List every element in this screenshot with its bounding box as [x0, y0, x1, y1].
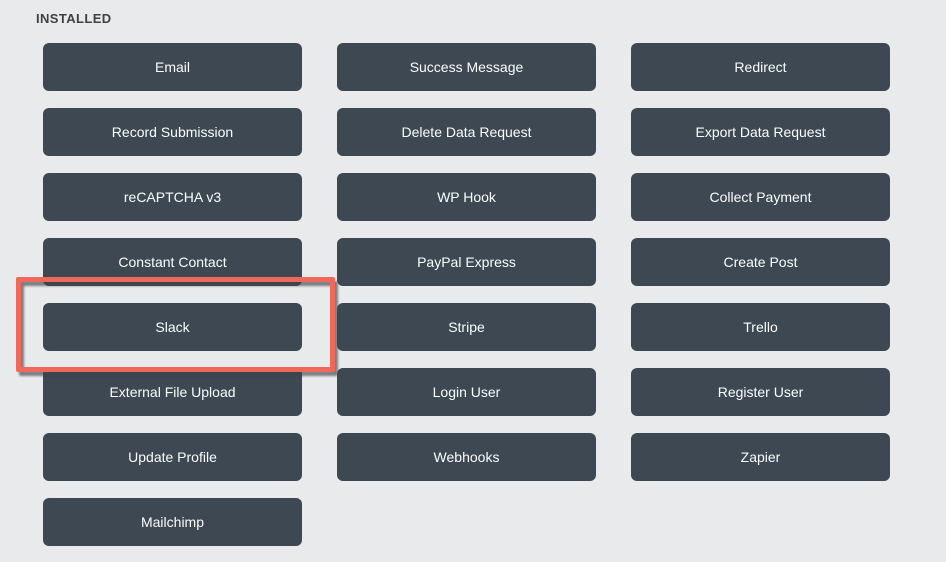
addon-button-update-profile[interactable]: Update Profile: [43, 433, 302, 481]
addon-button-recaptcha-v3[interactable]: reCAPTCHA v3: [43, 173, 302, 221]
addon-button-delete-data-request[interactable]: Delete Data Request: [337, 108, 596, 156]
installed-addons-grid: Email Success Message Redirect Record Su…: [43, 43, 890, 546]
addon-button-create-post[interactable]: Create Post: [631, 238, 890, 286]
addon-button-email[interactable]: Email: [43, 43, 302, 91]
addon-button-external-file-upload[interactable]: External File Upload: [43, 368, 302, 416]
addon-button-mailchimp[interactable]: Mailchimp: [43, 498, 302, 546]
addon-button-redirect[interactable]: Redirect: [631, 43, 890, 91]
addon-button-constant-contact[interactable]: Constant Contact: [43, 238, 302, 286]
installed-section-title: INSTALLED: [36, 11, 112, 26]
addon-button-zapier[interactable]: Zapier: [631, 433, 890, 481]
addon-button-collect-payment[interactable]: Collect Payment: [631, 173, 890, 221]
addon-button-success-message[interactable]: Success Message: [337, 43, 596, 91]
addon-button-register-user[interactable]: Register User: [631, 368, 890, 416]
addon-button-webhooks[interactable]: Webhooks: [337, 433, 596, 481]
addon-button-paypal-express[interactable]: PayPal Express: [337, 238, 596, 286]
addon-button-record-submission[interactable]: Record Submission: [43, 108, 302, 156]
addon-button-wp-hook[interactable]: WP Hook: [337, 173, 596, 221]
addon-button-login-user[interactable]: Login User: [337, 368, 596, 416]
addon-button-trello[interactable]: Trello: [631, 303, 890, 351]
addon-button-slack[interactable]: Slack: [43, 303, 302, 351]
addon-button-stripe[interactable]: Stripe: [337, 303, 596, 351]
addon-button-export-data-request[interactable]: Export Data Request: [631, 108, 890, 156]
